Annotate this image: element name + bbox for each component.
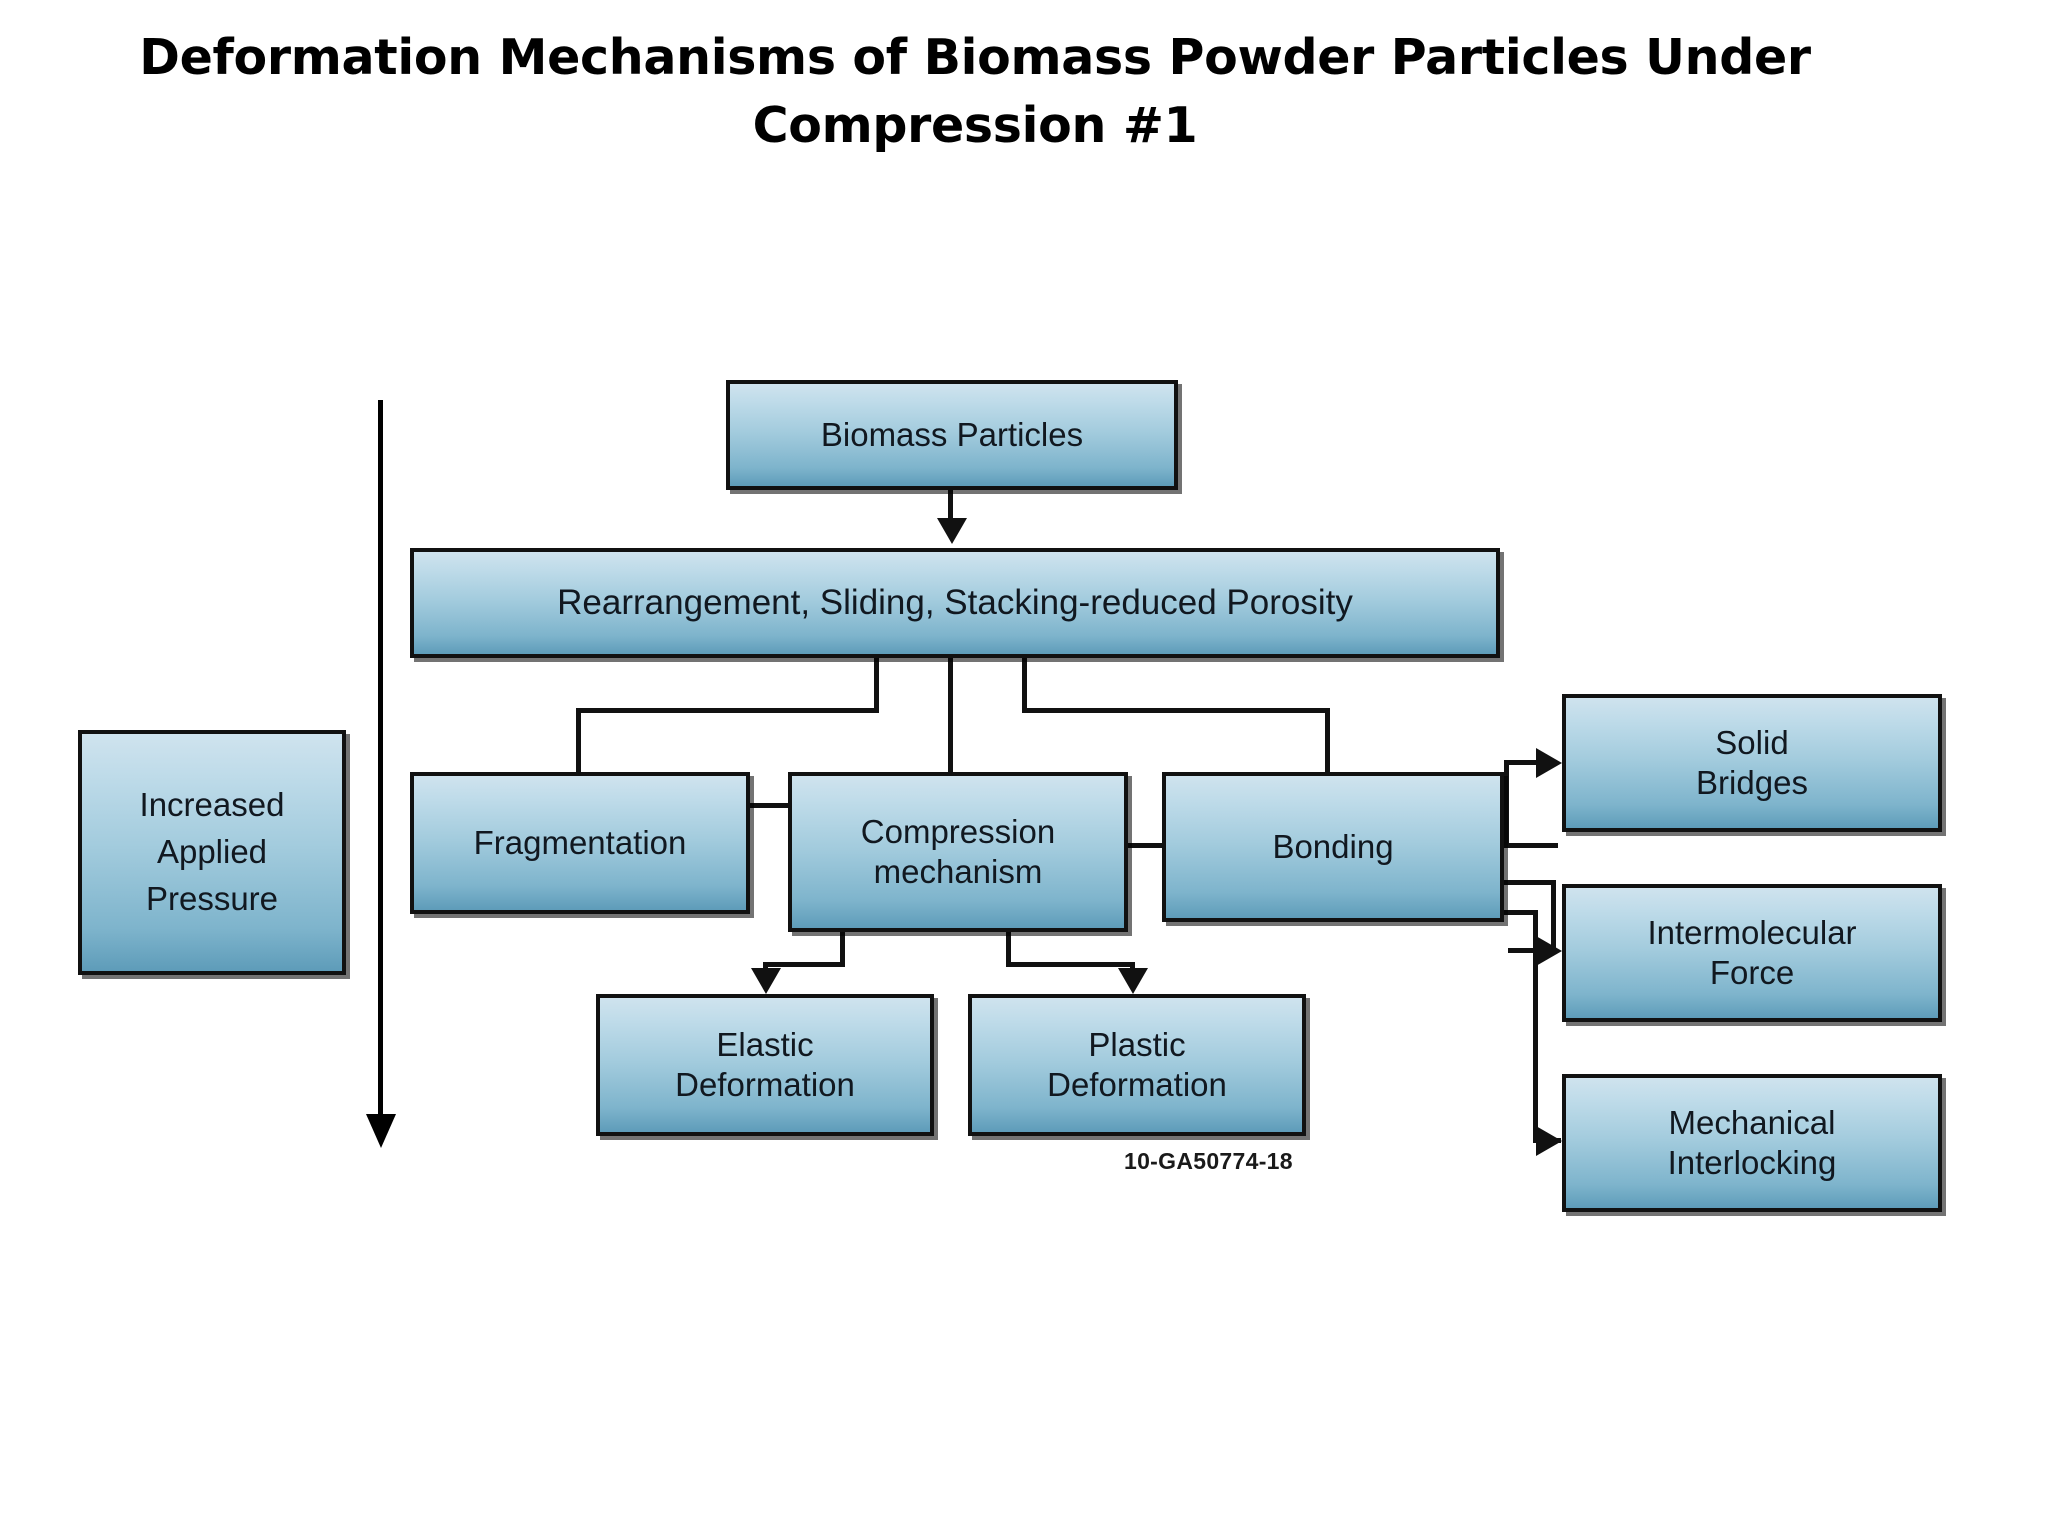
solid-line-1: Solid bbox=[1715, 723, 1789, 761]
edge-bonding-to-solid-horizontal-lower bbox=[1504, 843, 1558, 848]
solid-line-2: Bridges bbox=[1696, 764, 1808, 801]
edge-rearrangement-to-fragmentation-horizontal bbox=[576, 708, 879, 713]
mechanical-line-2: Interlocking bbox=[1667, 1144, 1837, 1181]
node-plastic-deformation[interactable]: Plastic Deformation bbox=[968, 994, 1306, 1136]
edge-rearrangement-stub-left bbox=[874, 658, 879, 712]
edge-biomass-to-rearrangement bbox=[948, 490, 953, 524]
node-fragmentation[interactable]: Fragmentation bbox=[410, 772, 750, 914]
node-compression-mechanism-label: Compression mechanism bbox=[855, 812, 1061, 893]
edge-bonding-to-solid-vertical bbox=[1504, 763, 1509, 848]
node-rearrangement-label: Rearrangement, Sliding, Stacking-reduced… bbox=[557, 582, 1353, 622]
mechanical-line-1: Mechanical bbox=[1668, 1103, 1836, 1141]
increased-pressure-arrow-shaft bbox=[378, 400, 383, 1128]
edge-rearrangement-stub-right bbox=[1022, 658, 1027, 712]
node-bonding[interactable]: Bonding bbox=[1162, 772, 1504, 922]
node-intermolecular-force[interactable]: Intermolecular Force bbox=[1562, 884, 1942, 1022]
node-increased-applied-pressure[interactable]: Increased Applied Pressure bbox=[78, 730, 346, 975]
arrowhead-right-intermolecular-icon bbox=[1536, 936, 1562, 966]
edge-bonding-to-solid-horizontal-upper bbox=[1504, 760, 1544, 765]
figure-code-label: 10-GA50774-18 bbox=[1124, 1148, 1293, 1174]
intermolecular-line-1: Intermolecular bbox=[1647, 913, 1857, 951]
node-bonding-label: Bonding bbox=[1272, 827, 1394, 865]
node-solid-bridges[interactable]: Solid Bridges bbox=[1562, 694, 1942, 832]
edge-rearrangement-to-bonding-vertical bbox=[1325, 708, 1330, 772]
pressure-line-2: Applied bbox=[156, 833, 268, 871]
elastic-line-2: Deformation bbox=[675, 1066, 855, 1103]
edge-compression-to-elastic-stub bbox=[840, 930, 845, 966]
arrowhead-right-mechanical-icon bbox=[1536, 1126, 1562, 1156]
edge-bonding-to-intermolecular-horizontal-top bbox=[1504, 880, 1556, 885]
node-solid-bridges-label: Solid Bridges bbox=[1690, 723, 1814, 804]
node-elastic-deformation[interactable]: Elastic Deformation bbox=[596, 994, 934, 1136]
edge-compression-to-plastic-horizontal bbox=[1006, 962, 1134, 967]
edge-rearrangement-to-bonding-horizontal bbox=[1022, 708, 1330, 713]
compression-line-1: Compression bbox=[860, 812, 1056, 850]
node-mechanical-interlocking-label: Mechanical Interlocking bbox=[1662, 1103, 1843, 1184]
node-biomass-particles-label: Biomass Particles bbox=[820, 415, 1084, 453]
edge-bonding-to-intermolecular-vertical bbox=[1551, 880, 1556, 952]
edge-fragmentation-to-compression bbox=[748, 803, 792, 808]
page-title: Deformation Mechanisms of Biomass Powder… bbox=[139, 29, 1811, 154]
elastic-line-1: Elastic bbox=[716, 1025, 814, 1063]
arrowhead-down-plastic-icon bbox=[1118, 968, 1148, 994]
node-rearrangement-sliding-stacking[interactable]: Rearrangement, Sliding, Stacking-reduced… bbox=[410, 548, 1500, 658]
edge-bonding-to-mechanical-horizontal-top bbox=[1504, 910, 1538, 915]
edge-bonding-to-intermolecular-horizontal-bottom bbox=[1508, 948, 1556, 953]
node-mechanical-interlocking[interactable]: Mechanical Interlocking bbox=[1562, 1074, 1942, 1212]
edge-rearrangement-to-fragmentation-vertical bbox=[576, 708, 581, 772]
edge-compression-to-elastic-horizontal bbox=[763, 962, 845, 967]
intermolecular-line-2: Force bbox=[1709, 954, 1795, 991]
pressure-line-1: Increased bbox=[139, 786, 285, 824]
edge-rearrangement-to-compression bbox=[948, 658, 953, 772]
arrowhead-down-rearrangement-icon bbox=[937, 518, 967, 544]
pressure-line-3: Pressure bbox=[145, 879, 279, 917]
edge-bonding-to-mechanical-vertical bbox=[1533, 910, 1538, 1142]
node-biomass-particles[interactable]: Biomass Particles bbox=[726, 380, 1178, 490]
node-compression-mechanism[interactable]: Compression mechanism bbox=[788, 772, 1128, 932]
plastic-line-1: Plastic bbox=[1088, 1025, 1186, 1063]
edge-compression-to-bonding bbox=[1126, 843, 1166, 848]
node-plastic-deformation-label: Plastic Deformation bbox=[1041, 1025, 1233, 1106]
node-intermolecular-force-label: Intermolecular Force bbox=[1641, 913, 1862, 994]
node-increased-applied-pressure-label: Increased Applied Pressure bbox=[134, 782, 291, 923]
node-elastic-deformation-label: Elastic Deformation bbox=[669, 1025, 861, 1106]
increased-pressure-arrow-head-icon bbox=[366, 1114, 396, 1148]
node-fragmentation-label: Fragmentation bbox=[473, 823, 687, 861]
plastic-line-2: Deformation bbox=[1047, 1066, 1227, 1103]
edge-compression-to-plastic-stub bbox=[1006, 930, 1011, 966]
arrowhead-down-elastic-icon bbox=[751, 968, 781, 994]
compression-line-2: mechanism bbox=[873, 853, 1043, 890]
arrowhead-right-solid-bridges-icon bbox=[1536, 748, 1562, 778]
